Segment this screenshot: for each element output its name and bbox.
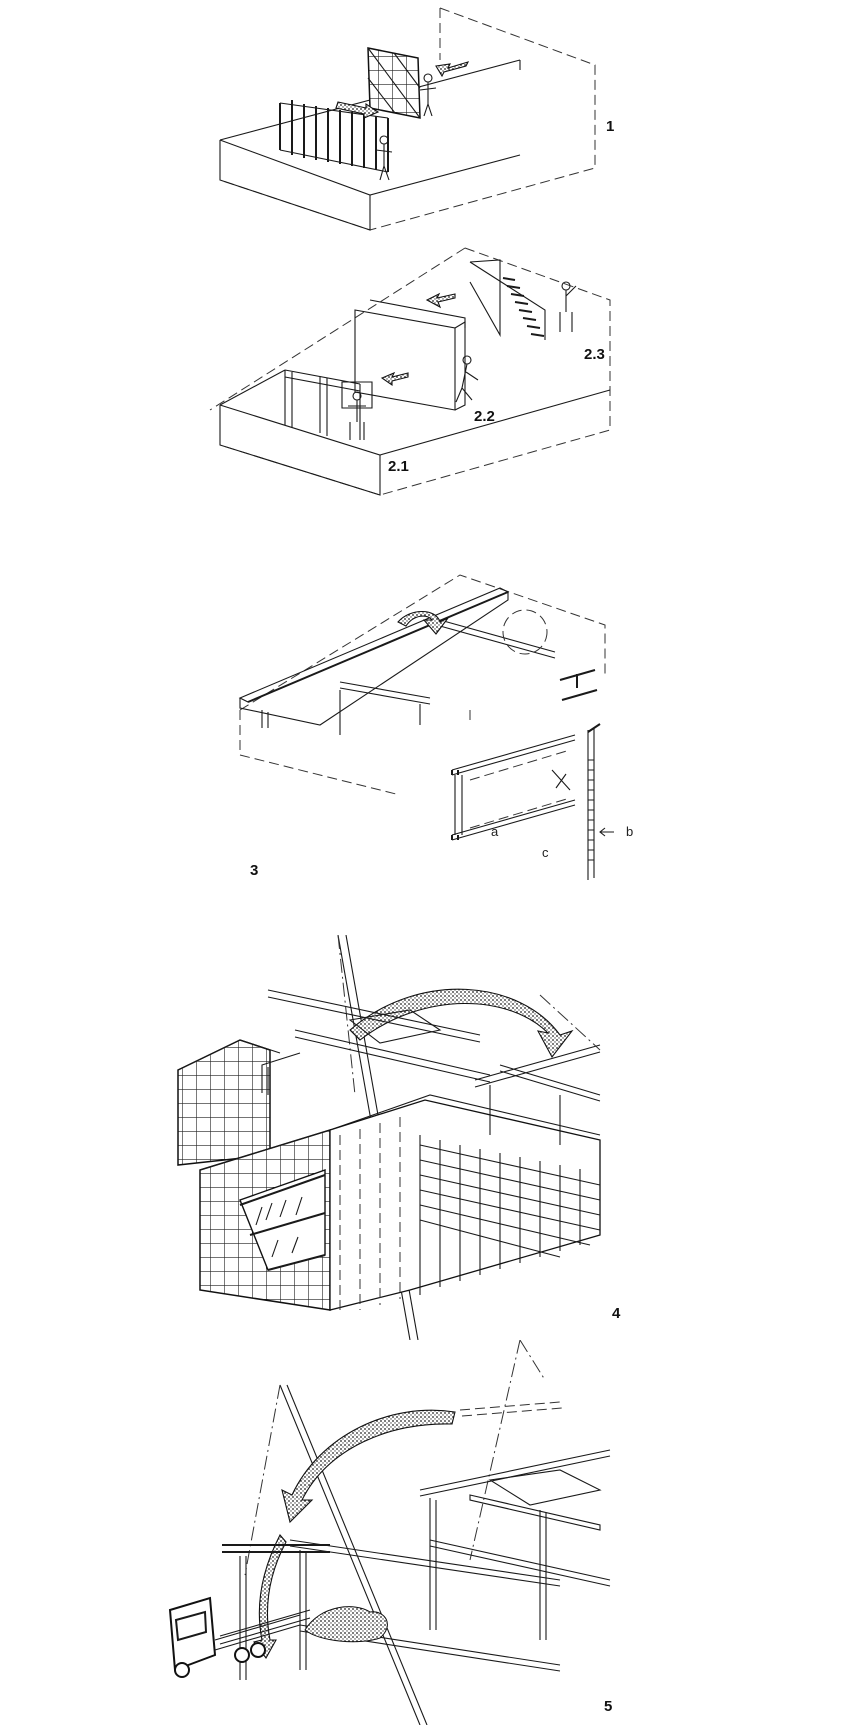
debris-pile xyxy=(304,1606,388,1643)
frame-wall xyxy=(284,369,361,440)
steel-frame xyxy=(289,1449,611,1672)
panel-3: 3 a b c xyxy=(0,570,843,900)
panel-label-5: 5 xyxy=(604,1698,613,1715)
panel-1-drawing xyxy=(219,7,596,231)
panel-2-drawing xyxy=(209,247,611,496)
detail-label-a: a xyxy=(491,824,499,839)
panel-5-drawing xyxy=(168,1340,611,1725)
panel-label-2-3: 2.3 xyxy=(584,346,605,363)
panel-label-3: 3 xyxy=(250,862,259,879)
detail-label-b: b xyxy=(626,824,634,839)
panel-3-drawing xyxy=(238,574,614,880)
arrow-icon xyxy=(435,61,470,78)
person-icon xyxy=(559,281,577,332)
arrow-icon xyxy=(425,292,456,309)
grid-panel xyxy=(367,47,421,119)
building-block xyxy=(177,1039,281,1166)
person-icon xyxy=(419,73,437,117)
cutaway-block xyxy=(199,1094,601,1311)
detail-label-c: c xyxy=(542,845,549,860)
truck-icon xyxy=(168,1596,311,1678)
panel-1: 1 xyxy=(0,0,843,240)
arrow-icon xyxy=(281,1409,456,1524)
panel-4-drawing xyxy=(177,935,601,1340)
panel-2: 2.1 2.2 2.3 xyxy=(0,240,843,525)
person-icon xyxy=(341,381,373,440)
panel-label-4: 4 xyxy=(612,1305,621,1322)
arrow-icon xyxy=(397,610,449,635)
arrow-icon xyxy=(349,988,574,1059)
panel-label-2-2: 2.2 xyxy=(474,408,495,425)
arrow-icon xyxy=(380,371,409,387)
panel-label-2-1: 2.1 xyxy=(388,458,409,475)
arrow-icon xyxy=(335,101,380,119)
brick-facade xyxy=(329,1099,601,1315)
brick-wall xyxy=(469,259,546,340)
i-beam-icon xyxy=(559,669,598,701)
beam-detail xyxy=(451,723,614,880)
person-icon xyxy=(455,355,479,403)
arrow-icon xyxy=(253,1534,287,1660)
slat-partition xyxy=(279,100,389,173)
panel-4: 4 xyxy=(0,935,843,1340)
panel-label-1: 1 xyxy=(606,118,615,135)
person-icon xyxy=(375,135,393,181)
panel-5: 5 xyxy=(0,1340,843,1725)
